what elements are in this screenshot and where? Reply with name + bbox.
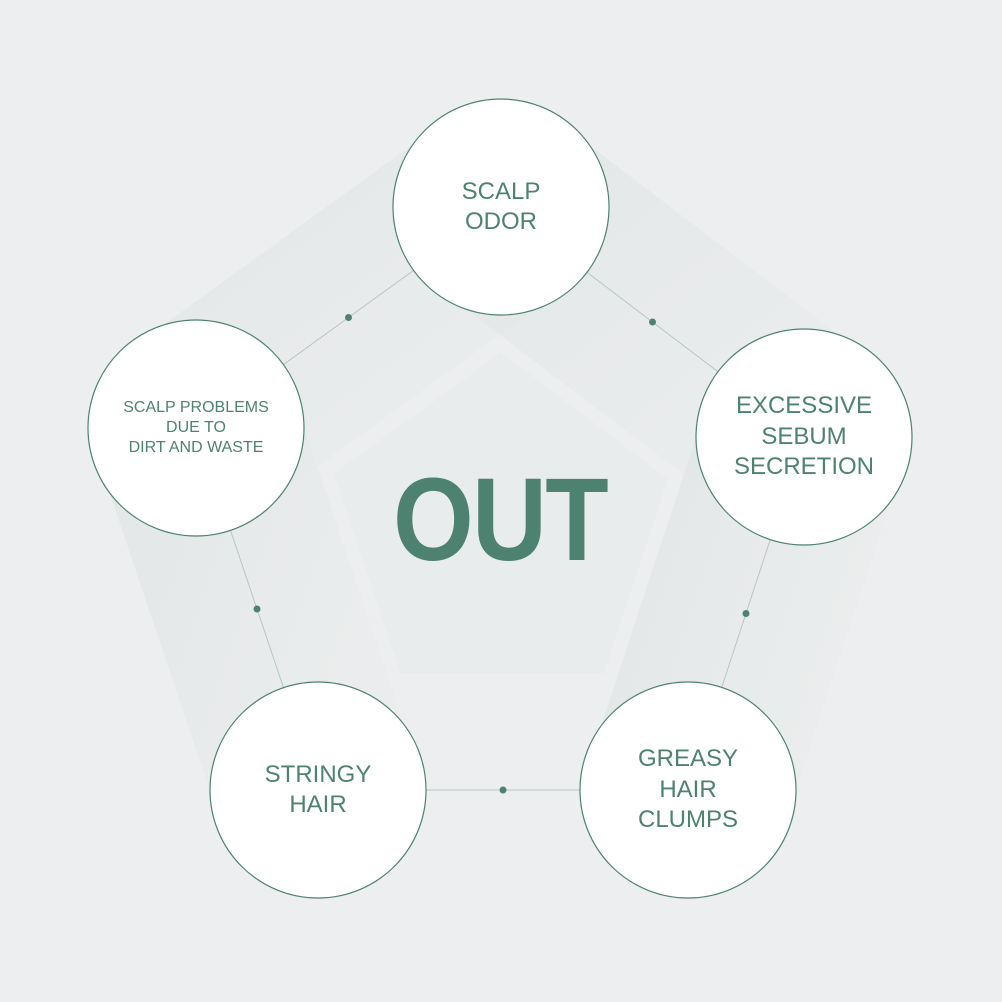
node-label-scalp-problems: SCALP PROBLEMS DUE TO DIRT AND WASTE [123, 398, 269, 457]
node-label-scalp-odor: SCALP ODOR [461, 177, 541, 235]
connector-dot [499, 786, 507, 794]
node-circle-excessive-sebum-secretion [695, 328, 913, 546]
inner-pentagon [333, 352, 668, 674]
node-label-excessive-sebum-secretion: EXCESSIVE SEBUM SECRETION [733, 392, 874, 481]
node-circle-stringy-hair [209, 681, 427, 899]
connector-dot [345, 314, 352, 321]
node-circle-greasy-hair-clumps [579, 681, 797, 899]
node-circles [87, 98, 913, 899]
connector-dot [253, 605, 261, 613]
center-title: OUT [393, 454, 609, 586]
node-label-stringy-hair: STRINGY HAIR [264, 760, 372, 818]
node-circle-scalp-odor [392, 98, 610, 316]
connector-dot [649, 318, 656, 326]
connector-dot [742, 610, 750, 617]
node-circle-scalp-problems [87, 319, 305, 537]
node-label-greasy-hair-clumps: GREASY HAIR CLUMPS [637, 745, 739, 834]
